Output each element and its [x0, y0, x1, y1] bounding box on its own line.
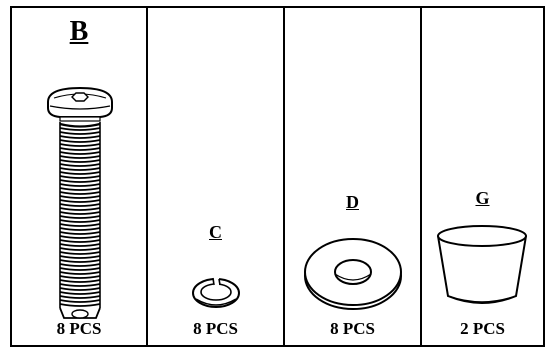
part-letter: C — [209, 222, 222, 242]
part-cell-g: G 2 PCS — [422, 8, 543, 345]
column-divider — [146, 8, 148, 345]
flat-washer-icon — [304, 238, 402, 310]
rubber-foot-cap-icon — [437, 225, 527, 304]
part-letter: G — [475, 188, 490, 208]
part-count: 8 PCS — [193, 319, 238, 338]
part-cell-d: D 8 PCS — [285, 8, 420, 345]
hex-socket-screw-icon — [47, 86, 113, 319]
spring-washer-icon — [192, 277, 240, 308]
parts-table: B 8 PCS C — [10, 6, 545, 347]
part-count: 8 PCS — [330, 319, 375, 338]
part-count: 2 PCS — [460, 319, 505, 338]
part-count: 8 PCS — [56, 319, 102, 338]
part-cell-b: B 8 PCS — [12, 8, 146, 345]
part-letter: D — [346, 192, 359, 212]
part-letter: B — [69, 16, 89, 47]
part-cell-c: C 8 PCS — [148, 8, 283, 345]
column-divider — [283, 8, 285, 345]
column-divider — [420, 8, 422, 345]
